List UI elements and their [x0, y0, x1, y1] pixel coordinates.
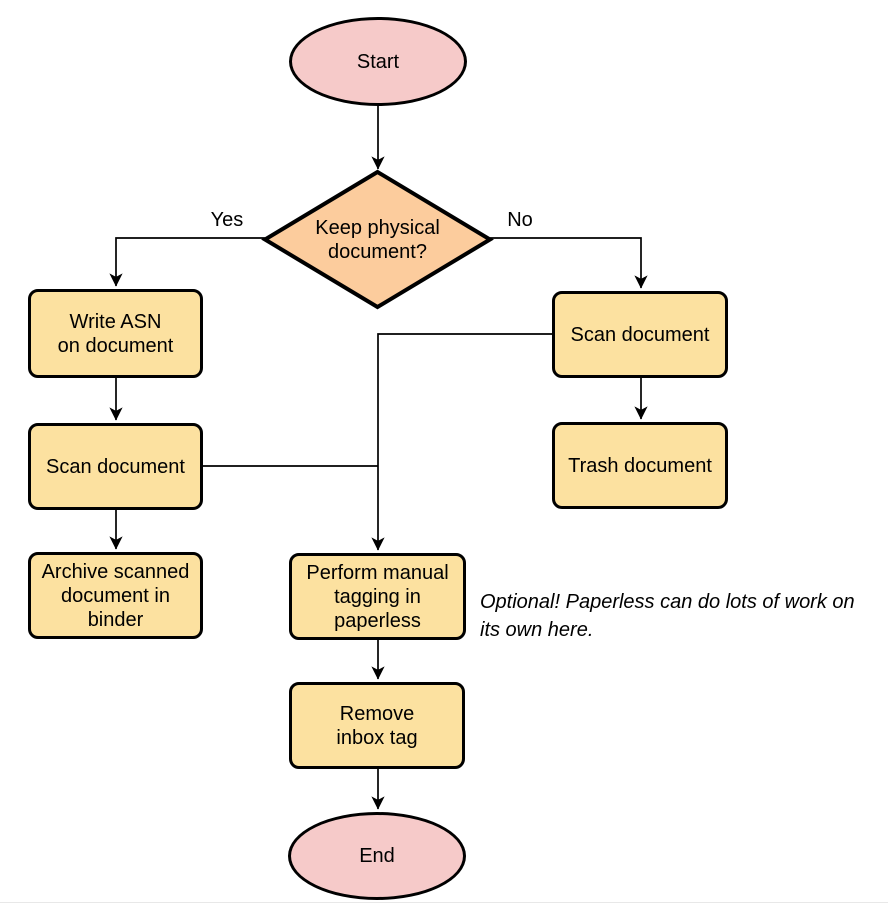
decision-diamond-shape — [261, 169, 494, 310]
edge-decision-yes-to-write-asn — [109, 237, 265, 287]
optional-note: Optional! Paperless can do lots of work … — [480, 591, 855, 641]
edge-label-no: No — [507, 209, 533, 231]
process-scan-document-left: Scan document — [28, 423, 203, 510]
process-write-asn-on-document: Write ASN on document — [28, 289, 203, 378]
edge-scan-right-to-tagging — [371, 333, 552, 551]
end-node-label: End — [359, 845, 395, 867]
process-trash-document: Trash document — [552, 422, 728, 509]
process-scan-document-left-label: Scan document — [46, 455, 185, 478]
process-remove-inbox-tag-label: Remove inbox tag — [336, 702, 418, 749]
process-scan-document-right: Scan document — [552, 291, 728, 378]
process-manual-tagging: Perform manual tagging in paperless — [289, 553, 466, 640]
decision-keep-physical-document: Keep physical document? — [261, 169, 494, 310]
process-write-asn-label: Write ASN on document — [57, 310, 174, 357]
process-trash-document-label: Trash document — [568, 454, 712, 477]
edge-decision-no-to-scan-right — [490, 237, 648, 289]
process-archive-scanned-document: Archive scanned document in binder — [28, 552, 203, 639]
end-node: End — [288, 812, 466, 900]
process-manual-tagging-label: Perform manual tagging in paperless — [306, 561, 449, 632]
process-archive-label: Archive scanned document in binder — [41, 560, 190, 631]
start-node-label: Start — [356, 50, 400, 73]
window-bottom-edge — [0, 902, 888, 903]
edge-label-yes: Yes — [210, 209, 244, 231]
decision-label: Keep physical document? — [315, 216, 440, 263]
process-scan-document-right-label: Scan document — [570, 323, 710, 346]
start-node: Start — [289, 17, 467, 106]
process-remove-inbox-tag: Remove inbox tag — [289, 682, 465, 769]
